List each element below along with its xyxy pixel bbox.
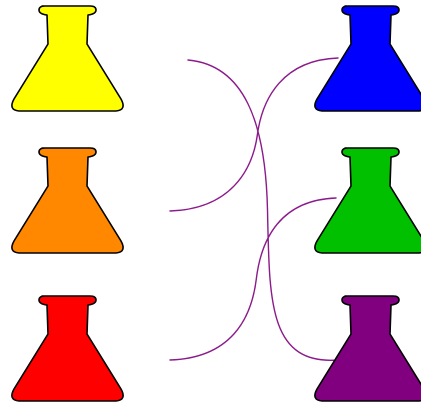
connector-red-to-green bbox=[169, 197, 337, 361]
connector-orange-to-blue bbox=[169, 57, 339, 212]
green-flask-body bbox=[314, 147, 421, 254]
yellow-flask-body bbox=[11, 5, 124, 112]
orange-flask-body bbox=[11, 147, 124, 254]
yellow-flask-icon[interactable] bbox=[11, 5, 124, 112]
purple-flask-icon[interactable] bbox=[314, 295, 421, 402]
purple-flask-body bbox=[314, 295, 421, 402]
green-flask-icon[interactable] bbox=[314, 147, 421, 254]
red-flask-icon[interactable] bbox=[11, 295, 124, 402]
connector-yellow-to-purple bbox=[187, 59, 339, 361]
blue-flask-body bbox=[314, 5, 421, 112]
orange-flask-icon[interactable] bbox=[11, 147, 124, 254]
red-flask-body bbox=[11, 295, 124, 402]
connector-layer bbox=[169, 57, 339, 361]
flask-layer bbox=[11, 5, 421, 402]
blue-flask-icon[interactable] bbox=[314, 5, 421, 112]
